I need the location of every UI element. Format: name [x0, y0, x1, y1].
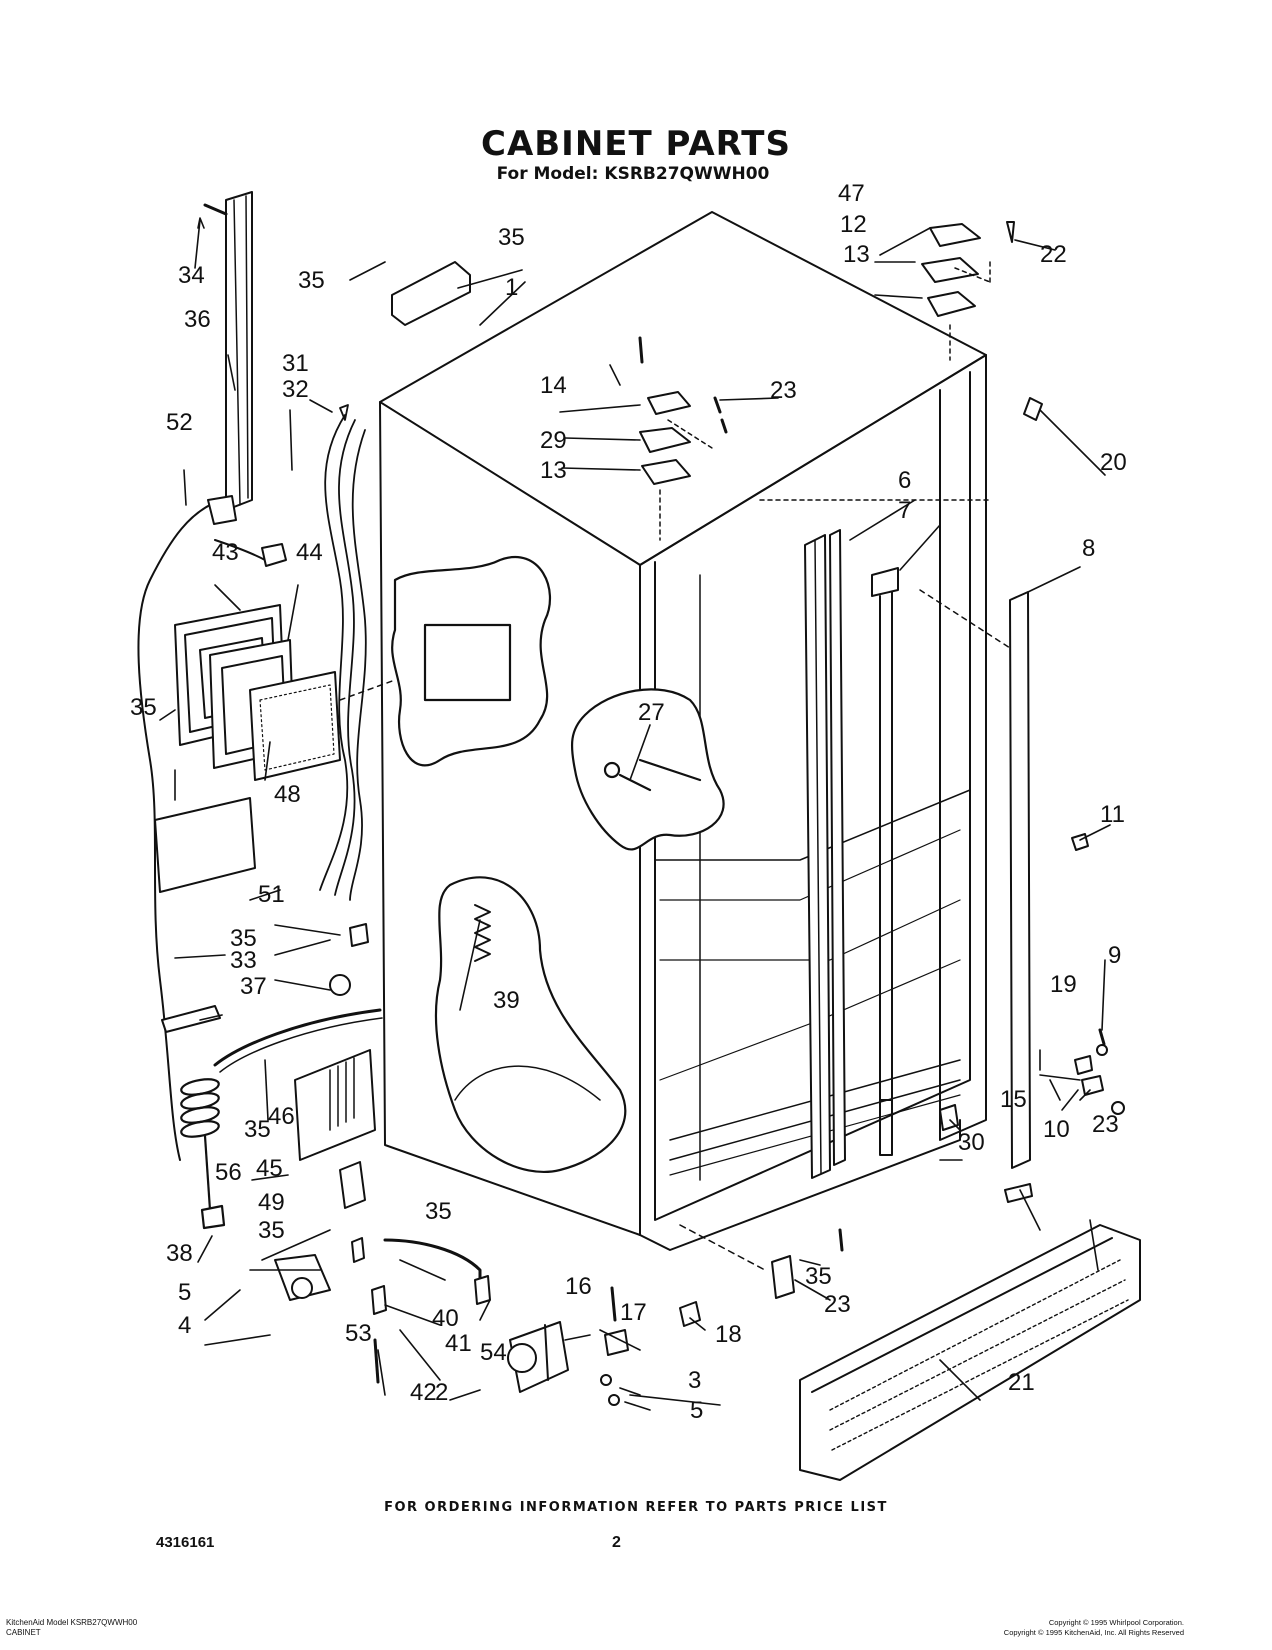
copyright-notice: Copyright © 1995 Whirlpool Corporation. …: [1004, 1618, 1184, 1638]
callout-44: 44: [296, 539, 323, 566]
coil-40: [180, 1078, 226, 1230]
interior-cutaway: [570, 688, 725, 851]
callout-45: 45: [256, 1155, 283, 1182]
callout-35: 35: [230, 925, 257, 952]
callout-16: 16: [565, 1273, 592, 1300]
clip-19: [679, 1301, 701, 1327]
callout-37: 37: [240, 973, 267, 1000]
callout-30: 30: [958, 1129, 985, 1156]
copyright-line-1: Copyright © 1995 Whirlpool Corporation.: [1048, 1618, 1184, 1627]
callout-43: 43: [212, 539, 239, 566]
roller-4: [274, 1254, 331, 1301]
callout-8: 8: [1082, 535, 1095, 562]
lower-brackets: [339, 1161, 491, 1384]
bracket-37: [391, 261, 471, 326]
harness-54: [137, 495, 287, 1161]
callout-38: 38: [166, 1240, 193, 1267]
callout-15: 15: [1000, 1086, 1027, 1113]
callout-1: 1: [505, 274, 518, 301]
callout-40: 40: [432, 1305, 459, 1332]
callout-13: 13: [843, 241, 870, 268]
bracket-27: [679, 1224, 844, 1299]
callout-23: 23: [824, 1291, 851, 1318]
callout-36: 36: [184, 306, 211, 333]
callout-53: 53: [345, 1320, 372, 1347]
callout-35: 35: [298, 267, 325, 294]
insulation-51: [249, 671, 396, 781]
callout-29: 29: [540, 427, 567, 454]
callout-35: 35: [244, 1116, 271, 1143]
roller-2: [507, 1321, 569, 1393]
callout-13: 13: [540, 457, 567, 484]
callout-27: 27: [638, 699, 665, 726]
callout-31: 31: [282, 350, 309, 377]
callout-6: 6: [898, 467, 911, 494]
document-number: 4316161: [156, 1534, 215, 1551]
side-cutaway-view: [391, 556, 627, 1173]
callout-33: 33: [230, 947, 257, 974]
model-number: KSRB27QWWH00: [604, 164, 770, 184]
callout-17: 17: [620, 1299, 647, 1326]
callout-11: 11: [1100, 801, 1125, 828]
panel-36: [154, 797, 256, 893]
control-box-48: [294, 1049, 376, 1161]
callout-34: 34: [178, 262, 205, 289]
callout-54: 54: [480, 1339, 507, 1366]
callout-49: 49: [258, 1189, 285, 1216]
small-parts-left: [161, 923, 383, 1073]
left-rail-38: [203, 191, 253, 511]
callout-35: 35: [130, 694, 157, 721]
callout-19: 19: [1050, 971, 1077, 998]
model-footnote-line-1: KitchenAid Model KSRB27QWWH00: [6, 1618, 138, 1627]
callout-21: 21: [1008, 1369, 1035, 1396]
callout-46: 46: [268, 1103, 295, 1130]
callout-20: 20: [1100, 449, 1127, 476]
callout-35: 35: [805, 1263, 832, 1290]
pin-21: [1023, 397, 1043, 421]
callout-35: 35: [258, 1217, 285, 1244]
page-title: CABINET PARTS: [481, 124, 791, 164]
callout-9: 9: [1108, 942, 1121, 969]
callout-51: 51: [258, 881, 285, 908]
callout-42: 42: [410, 1379, 437, 1406]
callout-18: 18: [715, 1321, 742, 1348]
callout-35: 35: [425, 1198, 452, 1225]
callout-48: 48: [274, 781, 301, 808]
callout-41: 41: [445, 1330, 472, 1357]
callout-52: 52: [166, 409, 193, 436]
model-footnote: KitchenAid Model KSRB27QWWH00 CABINET: [6, 1618, 137, 1638]
model-subtitle: For Model:KSRB27QWWH00: [0, 164, 1272, 184]
page-number: 2: [612, 1534, 621, 1551]
callout-14: 14: [540, 372, 567, 399]
callout-47: 47: [838, 180, 865, 207]
model-footnote-line-2: CABINET: [6, 1628, 41, 1637]
callout-5: 5: [690, 1397, 703, 1424]
callout-23: 23: [1092, 1111, 1119, 1138]
middle-hinge-assembly: [638, 336, 728, 541]
model-label: For Model:: [496, 164, 599, 184]
callout-12: 12: [840, 211, 867, 238]
callout-32: 32: [282, 376, 309, 403]
base-grille-22: [799, 1224, 1141, 1481]
upper-hinge-assembly: [921, 221, 1015, 361]
leader-lines: [159, 217, 1111, 1411]
callout-10: 10: [1043, 1116, 1070, 1143]
callout-23: 23: [770, 377, 797, 404]
trim-strips: [804, 529, 1031, 1179]
copyright-line-2: Copyright © 1995 KitchenAid, Inc. All Ri…: [1003, 1628, 1184, 1637]
callout-3: 3: [688, 1367, 701, 1394]
callout-22: 22: [1040, 241, 1067, 268]
wiring-harness: [319, 404, 367, 901]
callout-7: 7: [898, 497, 911, 524]
callout-35: 35: [498, 224, 525, 251]
callout-39: 39: [493, 987, 520, 1014]
callout-56: 56: [215, 1159, 242, 1186]
ordering-info-note: FOR ORDERING INFORMATION REFER TO PARTS …: [384, 1500, 888, 1515]
callout-5: 5: [178, 1279, 191, 1306]
callout-4: 4: [178, 1312, 191, 1339]
callout-2: 2: [435, 1379, 448, 1406]
